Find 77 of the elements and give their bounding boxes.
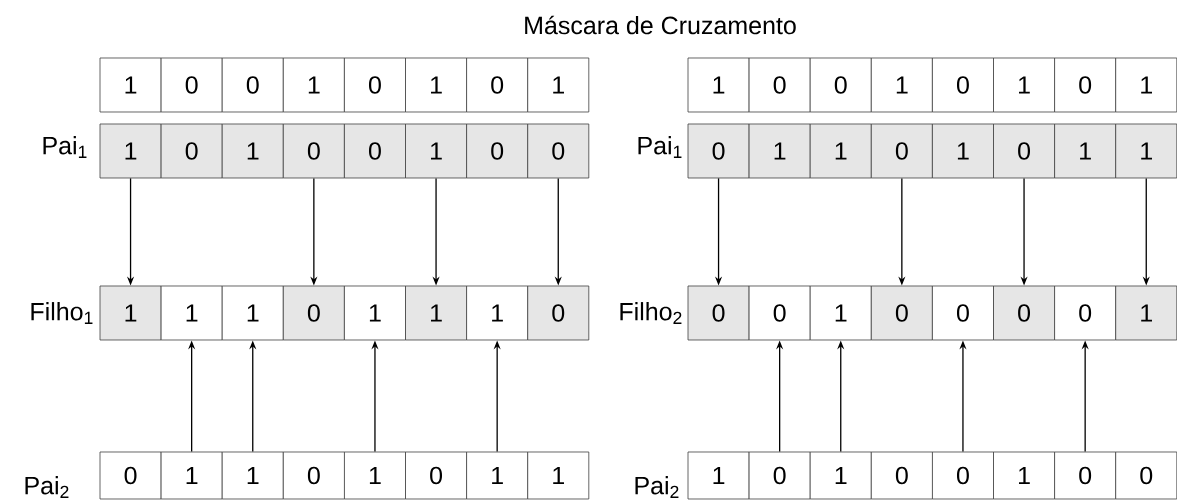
bit-cell: 1: [993, 451, 1055, 500]
bit-cell: 1: [748, 123, 811, 179]
bit-cell: 0: [932, 57, 994, 113]
bit-cell: 0: [160, 57, 223, 113]
bit-cell: 0: [748, 451, 811, 500]
bit-cell: 0: [466, 57, 529, 113]
bit-cell: 0: [344, 123, 406, 179]
bit-cell: 1: [809, 285, 872, 341]
bit-cell: 0: [282, 285, 345, 341]
bit-cell: 0: [1054, 57, 1117, 113]
node-label: 0: [1079, 466, 1092, 485]
bit-cell: 1: [221, 123, 284, 179]
bit-cell: 1: [282, 57, 345, 113]
row-label: Pai$_{2}$: [25, 476, 69, 498]
bit-cell: 1: [221, 285, 284, 341]
bit-cell: 0: [99, 451, 162, 500]
bit-cell: 1: [344, 451, 406, 500]
bit-cell: 1: [160, 451, 223, 500]
bit-cell: 0: [870, 285, 933, 341]
row-label: Pai$_{1}$: [43, 136, 87, 158]
bit-cell: 1: [687, 451, 750, 500]
bit-cell: 0: [748, 57, 811, 113]
bit-cell: 0: [282, 451, 345, 500]
bit-cell: 0: [221, 57, 284, 113]
bit-cell: 1: [527, 451, 590, 500]
bit-cell: 1: [160, 285, 223, 341]
bit-cell: 0: [1054, 285, 1117, 341]
bit-cell: 1: [344, 285, 406, 341]
bit-cell: 1: [809, 123, 872, 179]
diagram-title: Máscara de Cruzamento: [525, 15, 796, 35]
node-label: 0: [956, 466, 969, 485]
bit-cell: 0: [160, 123, 223, 179]
bit-cell: 1: [466, 451, 529, 500]
row-label: Pai$_{2}$: [635, 476, 679, 498]
bit-cell: 0: [748, 285, 811, 341]
bit-cell: 1: [99, 57, 162, 113]
bit-cell: 0: [527, 285, 590, 341]
bit-cell: 0: [809, 57, 872, 113]
node-label: 1: [1019, 466, 1030, 485]
bit-cell: 1: [809, 451, 872, 500]
bit-cell: 0: [870, 123, 933, 179]
bit-cell: 0: [932, 451, 994, 500]
bit-cell: 0: [527, 123, 590, 179]
bit-cell: 1: [405, 57, 467, 113]
bit-cell: 1: [870, 57, 933, 113]
bit-cell: 1: [466, 285, 529, 341]
bit-cell: 0: [1054, 451, 1117, 500]
row-label: Filho$_{1}$: [31, 302, 93, 324]
bit-cell: 0: [687, 285, 750, 341]
node-label: 1: [369, 466, 381, 485]
bit-cell: 1: [1115, 123, 1177, 179]
node-label: 0: [430, 466, 443, 485]
bit-cell: 1: [405, 123, 467, 179]
bit-cell: 1: [1115, 57, 1177, 113]
bit-cell: 1: [1054, 123, 1117, 179]
bit-cell: 0: [870, 451, 933, 500]
node-label: 1: [492, 466, 503, 485]
bit-cell: 0: [344, 57, 406, 113]
bit-cell: 0: [1115, 451, 1177, 500]
bit-cell: 1: [932, 123, 994, 179]
bit-cell: 0: [466, 123, 529, 179]
bit-cell: 0: [993, 123, 1055, 179]
bit-cell: 1: [99, 123, 162, 179]
bit-cell: 0: [932, 285, 994, 341]
bit-cell: 0: [993, 285, 1055, 341]
bit-cell: 1: [1115, 285, 1177, 341]
bit-cell: 0: [687, 123, 750, 179]
bit-cell: 1: [993, 57, 1055, 113]
bit-cell: 1: [687, 57, 750, 113]
bit-cell: 1: [221, 451, 284, 500]
row-label: Filho$_{2}$: [620, 302, 682, 324]
row-label: Pai$_{1}$: [638, 136, 682, 158]
bit-cell: 1: [405, 285, 467, 341]
bit-cell: 0: [282, 123, 345, 179]
bit-cell: 1: [99, 285, 162, 341]
bit-cell: 1: [527, 57, 590, 113]
bit-cell: 0: [405, 451, 467, 500]
